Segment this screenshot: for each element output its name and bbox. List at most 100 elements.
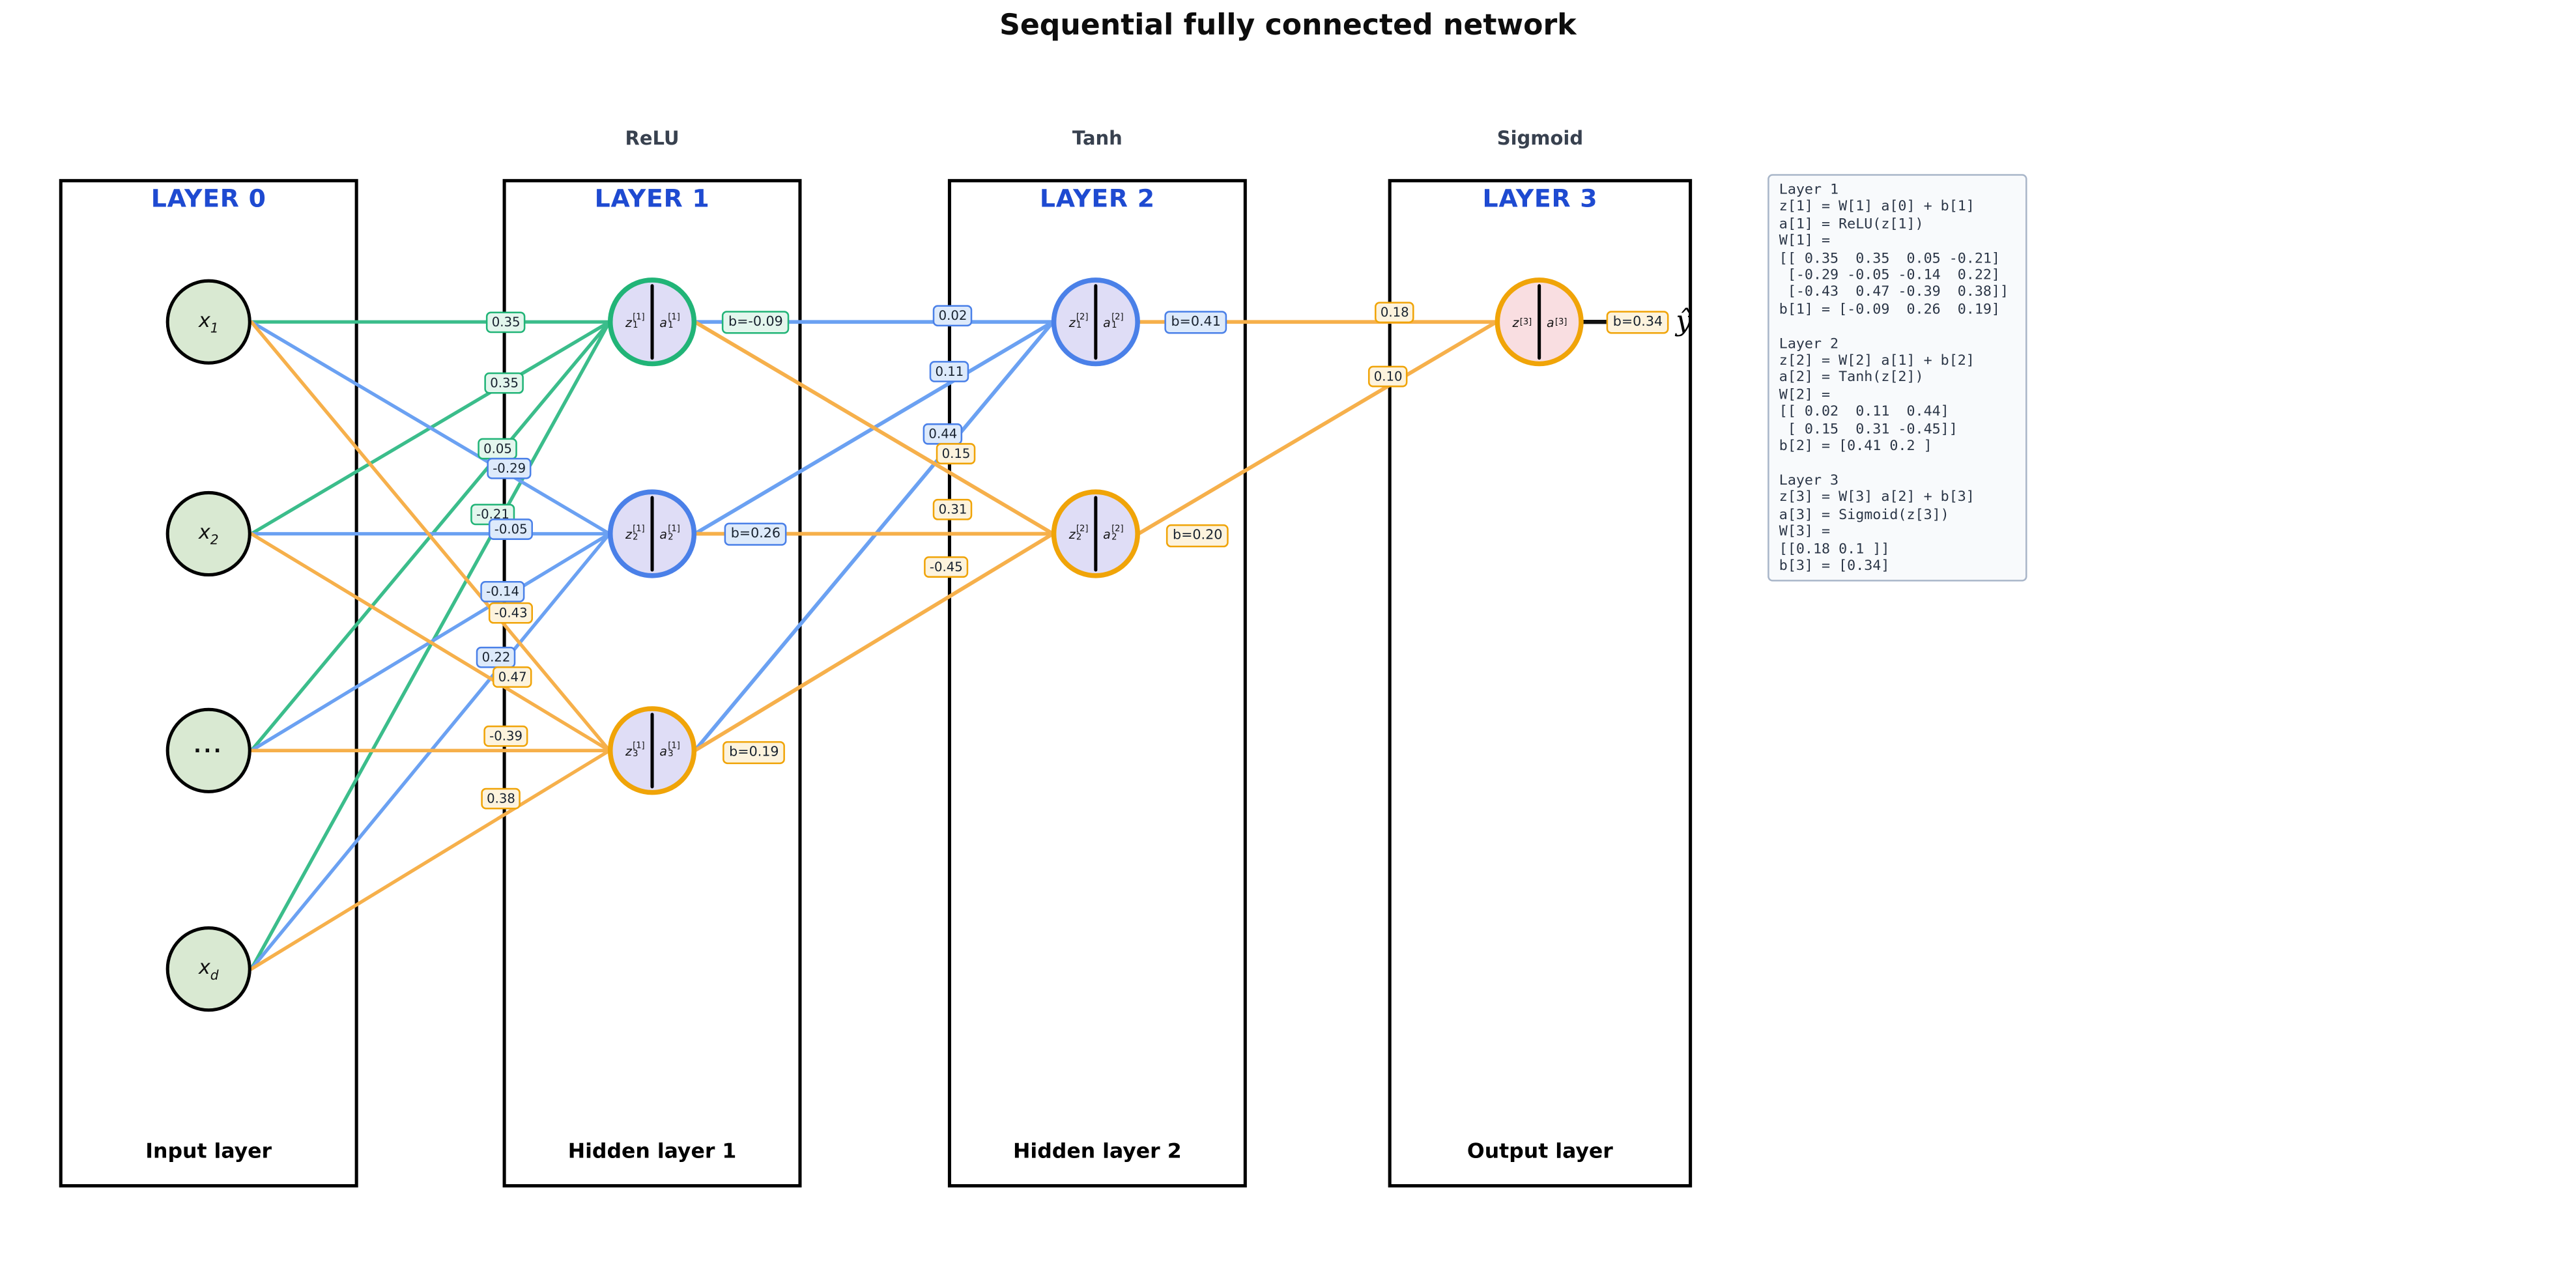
node-superscript: [2] xyxy=(1076,524,1089,535)
neuron-z-label: z[2]1 xyxy=(1056,313,1096,331)
layer-caption: Hidden layer 2 xyxy=(1013,1138,1182,1163)
layer-caption: Input layer xyxy=(145,1138,272,1163)
layer-box xyxy=(59,178,358,1188)
edge-line xyxy=(693,532,1055,753)
a-var: a xyxy=(1546,314,1554,330)
node-subscript: 2 xyxy=(1076,533,1082,543)
input-node: xd xyxy=(165,926,251,1012)
edge-line xyxy=(693,320,1055,753)
weight-label: -0.05 xyxy=(488,518,534,539)
node-scripts: [2]1 xyxy=(1076,313,1089,331)
z-var: z xyxy=(625,314,632,330)
weight-label: -0.29 xyxy=(487,457,532,479)
edge-line xyxy=(250,532,612,752)
weight-label: 0.38 xyxy=(481,787,521,809)
neuron-a-label: a[1]2 xyxy=(652,526,692,543)
input-node: ... xyxy=(165,707,251,793)
neuron-z-label: z[1]1 xyxy=(613,313,653,332)
weight-label: 0.31 xyxy=(932,498,973,520)
weight-label: -0.14 xyxy=(480,580,525,602)
node-scripts: [1]2 xyxy=(633,526,645,543)
node-scripts: [1]2 xyxy=(668,526,680,543)
node-divider xyxy=(1094,496,1098,572)
input-node: x2 xyxy=(165,490,251,577)
a-var: a xyxy=(1103,526,1111,541)
node-superscript: [2] xyxy=(1111,524,1124,535)
weight-label: 0.05 xyxy=(478,438,518,459)
node-superscript: [1] xyxy=(668,741,680,752)
input-node-label: xd xyxy=(199,956,219,982)
node-scripts: [1]3 xyxy=(633,741,645,760)
weight-label: -0.39 xyxy=(483,725,528,746)
weight-label: -0.45 xyxy=(924,556,969,577)
edge-line xyxy=(250,320,612,971)
equations-panel: Layer 1 z[1] = W[1] a[0] + b[1] a[1] = R… xyxy=(1767,174,2027,582)
node-scripts: [2]2 xyxy=(1076,526,1089,543)
node-subscript: 2 xyxy=(633,533,638,543)
z-var: z xyxy=(1068,526,1076,541)
layer-title: LAYER 2 xyxy=(1039,184,1155,214)
weight-label: 0.11 xyxy=(929,361,970,382)
edge-line xyxy=(250,748,612,971)
weight-label: 0.18 xyxy=(1375,302,1415,322)
weight-label: 0.02 xyxy=(932,305,973,326)
layer-title: LAYER 3 xyxy=(1482,184,1598,214)
bias-label: b=-0.09 xyxy=(721,311,790,333)
input-var-subscript: 1 xyxy=(210,320,219,335)
weight-label: 0.44 xyxy=(923,423,964,444)
node-superscript: [1] xyxy=(633,524,645,535)
node-scripts: [2]2 xyxy=(1111,526,1124,543)
weight-label: 0.35 xyxy=(485,311,526,332)
neuron-z-label: z[1]3 xyxy=(613,741,653,760)
input-node-label: x1 xyxy=(199,309,219,335)
a-var: a xyxy=(1103,314,1111,330)
z-var: z xyxy=(1068,314,1076,330)
node-divider xyxy=(650,713,654,789)
neuron-a-label: a[1]1 xyxy=(652,313,692,330)
node-superscript: [3] xyxy=(1554,317,1567,327)
z-var: z xyxy=(1512,314,1519,330)
figure-title: Sequential fully connected network xyxy=(999,10,1577,43)
node-superscript: [2] xyxy=(1111,313,1124,323)
weight-label: 0.10 xyxy=(1367,365,1409,387)
neuron-a-label: a[3] xyxy=(1539,315,1579,330)
node-scripts: [1]3 xyxy=(668,741,680,759)
node-superscript: [1] xyxy=(633,741,645,752)
edge-line xyxy=(250,320,612,752)
layer-caption: Output layer xyxy=(1467,1138,1613,1163)
input-var: x xyxy=(198,520,210,544)
activation-label: Tanh xyxy=(1072,126,1123,150)
neuron-a-label: a[1]3 xyxy=(652,741,692,759)
node-divider xyxy=(1094,284,1098,360)
layer-title: LAYER 1 xyxy=(594,184,710,214)
node-subscript: 2 xyxy=(668,533,674,543)
node-subscript: 3 xyxy=(633,750,638,760)
node-divider xyxy=(1538,284,1541,360)
weight-label: -0.43 xyxy=(488,602,534,623)
output-symbol: ŷ xyxy=(1676,305,1692,339)
node-subscript: 1 xyxy=(633,320,638,332)
weight-label: 0.15 xyxy=(936,443,977,464)
input-node-label: x2 xyxy=(199,520,219,547)
layer-box xyxy=(947,178,1247,1188)
bias-label: b=0.19 xyxy=(723,741,786,763)
ellipsis-node-label: ... xyxy=(193,734,224,758)
neuron-z-label: z[2]2 xyxy=(1056,526,1096,543)
neuron-a-label: a[2]2 xyxy=(1096,526,1136,543)
input-var: x xyxy=(198,308,210,332)
equations-text: Layer 1 z[1] = W[1] a[0] + b[1] a[1] = R… xyxy=(1779,182,2009,575)
bias-label: b=0.41 xyxy=(1164,311,1227,333)
input-node: x1 xyxy=(165,279,251,365)
neuron-z-label: z[3] xyxy=(1500,315,1539,330)
bias-label: b=0.26 xyxy=(724,522,788,545)
a-var: a xyxy=(659,743,668,758)
node-scripts: [2]1 xyxy=(1111,313,1124,331)
